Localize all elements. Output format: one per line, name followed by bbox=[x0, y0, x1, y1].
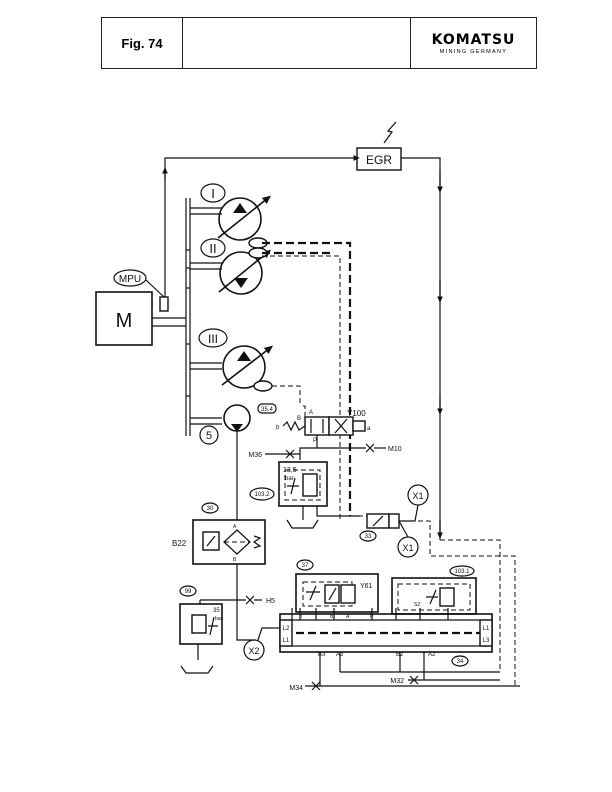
svg-text:B: B bbox=[233, 557, 237, 563]
relief-35: 35 bbox=[213, 608, 220, 614]
pump-1: I bbox=[190, 183, 271, 249]
pump-3: III bbox=[190, 328, 274, 392]
svg-text:P: P bbox=[313, 438, 317, 444]
egr-label: EGR bbox=[366, 153, 392, 167]
pump-3-label: III bbox=[208, 332, 218, 346]
ref-99: 99 bbox=[185, 589, 192, 595]
motor: M bbox=[95, 291, 153, 346]
filter-30: 30 B22 A B bbox=[172, 502, 266, 565]
svg-text:bar: bar bbox=[215, 616, 223, 622]
sensor-x1-top: X1 bbox=[407, 484, 429, 506]
sensor-x1-bottom: X1 bbox=[397, 536, 419, 558]
title-block-middle bbox=[183, 18, 411, 68]
logo-subtitle: MINING GERMANY bbox=[439, 48, 508, 55]
svg-text:A: A bbox=[233, 524, 237, 530]
relief-pressure: 13,5 bbox=[283, 467, 297, 474]
pump-5-label: 5 bbox=[206, 430, 212, 442]
svg-text:P: P bbox=[370, 614, 374, 620]
relief-unit: bar bbox=[285, 476, 294, 482]
pump-2: II bbox=[190, 238, 271, 295]
pump-5: 5 35.4 bbox=[190, 403, 277, 445]
svg-text:L2: L2 bbox=[283, 626, 290, 632]
ref-103-1: 103.1 bbox=[454, 569, 470, 575]
pump-2-label: II bbox=[209, 241, 216, 256]
svg-text:L1: L1 bbox=[483, 626, 490, 632]
ref-103-2: 103.2 bbox=[254, 492, 270, 498]
ref-34: 34 bbox=[457, 659, 464, 665]
mpu-label: MPU bbox=[119, 274, 141, 285]
relief-valve-103-2: 13,5 bar 103.2 bbox=[249, 461, 328, 529]
svg-text:L1: L1 bbox=[283, 638, 290, 644]
svg-text:L3: L3 bbox=[483, 638, 490, 644]
valve-y100: Y100 B A P b a bbox=[276, 409, 371, 444]
pump-1-label: I bbox=[211, 186, 215, 201]
ref-30: 30 bbox=[207, 506, 214, 512]
egr-unit: EGR bbox=[356, 121, 402, 171]
svg-text:X1: X1 bbox=[402, 543, 413, 553]
svg-text:a: a bbox=[367, 426, 371, 432]
signal-lightning-icon bbox=[383, 121, 397, 144]
svg-text:B: B bbox=[330, 614, 334, 620]
sensor-x2: X2 bbox=[243, 627, 272, 661]
title-block: Fig. 74 KOMATSU MINING GERMANY bbox=[101, 17, 537, 69]
sz-label: SZ bbox=[414, 602, 420, 608]
figure-label: Fig. 74 bbox=[102, 18, 183, 68]
svg-text:A: A bbox=[309, 410, 313, 416]
relief-valve-99: 35 bar 99 bbox=[179, 585, 223, 674]
valve-33: 33 bbox=[359, 513, 400, 542]
valve-block-103-1: SZ 103.1 bbox=[391, 565, 477, 615]
b22-label: B22 bbox=[172, 539, 187, 548]
svg-text:B3: B3 bbox=[318, 652, 326, 658]
y61-label: Y61 bbox=[360, 583, 373, 590]
svg-text:X2: X2 bbox=[248, 646, 259, 656]
ref-37: 37 bbox=[302, 563, 309, 569]
ref-35-4: 35.4 bbox=[261, 407, 273, 413]
m34-label: M34 bbox=[289, 685, 303, 692]
svg-text:T: T bbox=[300, 614, 303, 620]
m10-label: M10 bbox=[388, 446, 402, 453]
line-egr-return bbox=[401, 157, 441, 540]
h5-label: H5 bbox=[266, 598, 275, 605]
valve-y100-label: Y100 bbox=[347, 409, 366, 418]
line-egr-feed bbox=[164, 155, 360, 213]
svg-text:b: b bbox=[276, 425, 280, 431]
control-manifold: L2 L1 L1 L3 B3 A3 B2 A2 34 bbox=[279, 613, 493, 667]
svg-text:A: A bbox=[346, 614, 350, 620]
logo-wordmark: KOMATSU bbox=[431, 31, 516, 48]
svg-text:A2: A2 bbox=[428, 652, 436, 658]
company-logo: KOMATSU MINING GERMANY bbox=[411, 18, 536, 68]
m32-label: M32 bbox=[390, 678, 404, 685]
mpu-sensor: MPU bbox=[113, 213, 169, 312]
ref-33: 33 bbox=[365, 534, 372, 540]
m36-label: M36 bbox=[248, 452, 262, 459]
valve-block-37: Y61 37 T B A P bbox=[295, 559, 379, 620]
motor-label: M bbox=[116, 310, 133, 332]
svg-text:X1: X1 bbox=[412, 491, 423, 501]
svg-text:B: B bbox=[297, 416, 301, 422]
